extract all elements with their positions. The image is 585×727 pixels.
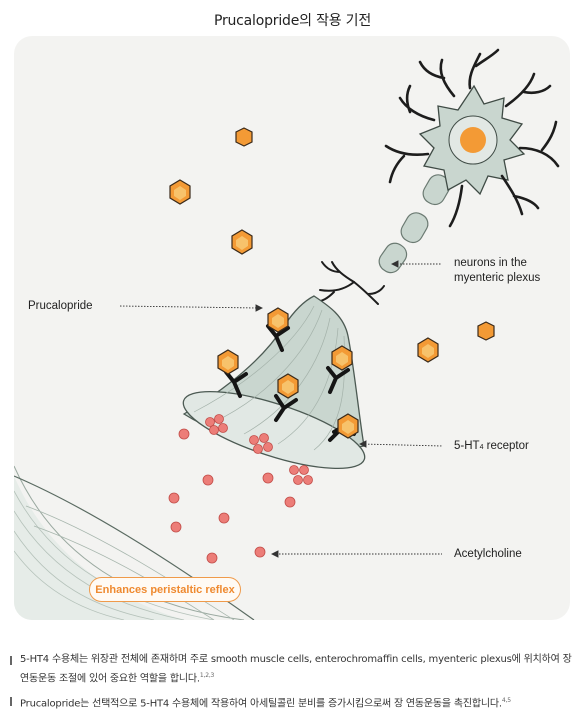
- diagram-panel: [14, 36, 570, 620]
- terminal-branches: [313, 261, 385, 305]
- acetylcholine-molecules: [168, 428, 296, 564]
- prucalopride-label: Prucalopride: [28, 300, 93, 312]
- receptor-label-main: 5-HT: [454, 440, 480, 452]
- neurons-label-line1: neurons in the: [454, 257, 527, 269]
- peristaltic-reflex-badge: Enhances peristaltic reflex: [89, 577, 241, 602]
- footnote-2: Prucalopride는 선택적으로 5-HT4 수용체에 작용하여 아세틸콜…: [8, 693, 582, 712]
- leader-lines: [119, 260, 443, 558]
- bullet-bar: [10, 656, 12, 665]
- footnote-1-refs: 1,2,3: [199, 672, 215, 679]
- footnote-1: 5-HT4 수용체는 위장관 전체에 존재하며 주로 smooth muscle…: [8, 652, 582, 687]
- receptor-label-suffix: receptor: [483, 440, 529, 452]
- receptor-label: 5-HT4 receptor: [454, 439, 529, 455]
- footnote-2-text: Prucalopride는 선택적으로 5-HT4 수용체에 작용하여 아세틸콜…: [20, 698, 502, 710]
- neurons-label: neurons in the myenteric plexus: [454, 256, 540, 286]
- axon: [378, 174, 451, 274]
- acetylcholine-label: Acetylcholine: [454, 548, 522, 560]
- footnote-1-text: 5-HT4 수용체는 위장관 전체에 존재하며 주로 smooth muscle…: [20, 654, 572, 685]
- footnotes: 5-HT4 수용체는 위장관 전체에 존재하며 주로 smooth muscle…: [8, 652, 582, 719]
- bullet-bar: [10, 697, 12, 707]
- footnote-2-refs: 4,5: [501, 697, 511, 705]
- mechanism-illustration: [14, 48, 560, 620]
- neurons-label-line2: myenteric plexus: [454, 272, 541, 284]
- figure-title: Prucalopride의 작용 기전: [213, 13, 372, 29]
- neuron-cell-body: [418, 84, 526, 196]
- receptor-label-subscript: 4: [479, 444, 484, 451]
- dendrites: [384, 48, 560, 228]
